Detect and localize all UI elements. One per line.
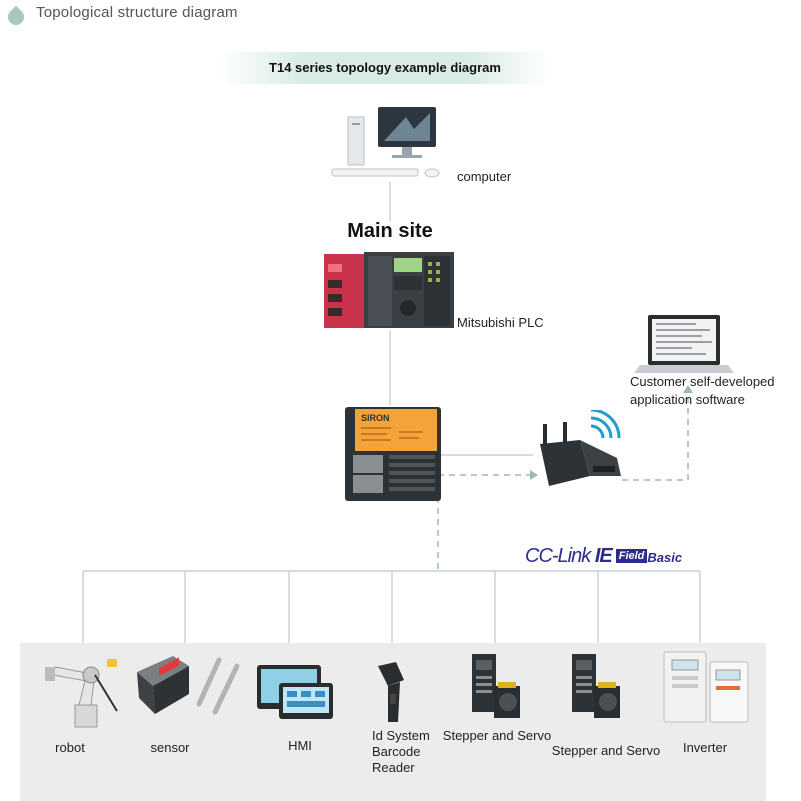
computer-icon bbox=[331, 107, 440, 178]
laptop-icon bbox=[634, 315, 734, 373]
cc-link-brand: CC-Link bbox=[525, 545, 591, 567]
siron-gateway-icon: SIRON bbox=[345, 407, 441, 501]
stepper-servo-icon-2 bbox=[572, 654, 620, 718]
diagram-title: T14 series topology example diagram bbox=[269, 60, 501, 75]
device-label-servo-1: Stepper and Servo bbox=[442, 728, 552, 743]
cc-link-field-badge: Field bbox=[615, 549, 648, 563]
dashed-router-customer bbox=[622, 392, 689, 481]
router-icon bbox=[540, 410, 621, 486]
cc-link-ie: IE bbox=[594, 545, 613, 567]
hmi-icon bbox=[257, 665, 333, 719]
sensor-icon bbox=[137, 656, 240, 715]
gateway-brand-label: SIRON bbox=[361, 413, 390, 423]
page-title: Topological structure diagram bbox=[36, 4, 238, 21]
arrow-to-customer-icon bbox=[683, 385, 693, 393]
plc-label: Mitsubishi PLC bbox=[457, 315, 544, 330]
device-label-inverter: Inverter bbox=[682, 740, 728, 755]
robot-arm-icon bbox=[45, 659, 118, 728]
device-label-servo-2: Stepper and Servo bbox=[551, 743, 661, 758]
main-site-title: Main site bbox=[347, 220, 433, 242]
computer-label: computer bbox=[457, 169, 512, 184]
device-label-robot: robot bbox=[55, 740, 85, 755]
arrow-to-router-icon bbox=[530, 470, 538, 480]
mitsubishi-plc-icon bbox=[324, 252, 454, 328]
barcode-reader-icon bbox=[378, 662, 404, 722]
customer-label-line1: Customer self-developed bbox=[630, 374, 775, 389]
device-label-sensor: sensor bbox=[150, 740, 190, 755]
cc-link-basic: Basic bbox=[647, 550, 683, 565]
customer-label-line2: application software bbox=[630, 392, 745, 407]
device-label-hmi: HMI bbox=[288, 738, 312, 753]
stepper-servo-icon-1 bbox=[472, 654, 520, 718]
wifi-icon-inner bbox=[590, 424, 605, 439]
inverter-icon bbox=[663, 651, 749, 723]
diagram-title-banner bbox=[220, 52, 550, 84]
